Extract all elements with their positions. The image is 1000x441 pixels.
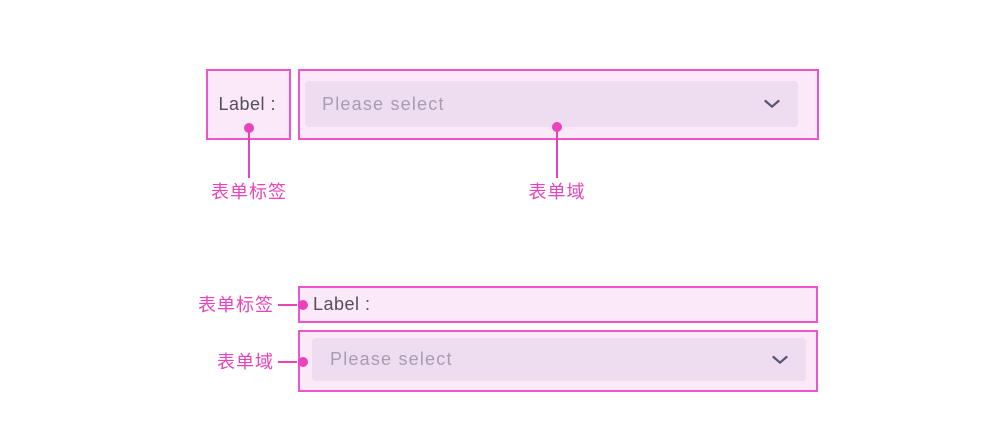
chevron-down-icon xyxy=(764,99,780,108)
callout-dot xyxy=(552,122,562,132)
vertical-form-label-box: Label : xyxy=(298,286,818,323)
horizontal-form-field-box: Please select xyxy=(298,69,819,140)
form-label: Label : xyxy=(218,94,276,114)
select-input[interactable]: Please select xyxy=(305,81,798,127)
callout-dot xyxy=(298,300,308,310)
form-label: Label : xyxy=(313,294,371,314)
callout-dot xyxy=(298,357,308,367)
annotation-form-label: 表单标签 xyxy=(211,182,287,202)
select-placeholder: Please select xyxy=(322,93,445,114)
annotation-form-field: 表单域 xyxy=(217,352,274,372)
vertical-form-field-box: Please select xyxy=(298,330,818,392)
annotation-form-field: 表单域 xyxy=(528,182,586,202)
select-placeholder: Please select xyxy=(330,349,453,369)
callout-dot xyxy=(244,123,254,133)
annotation-form-label: 表单标签 xyxy=(198,295,274,315)
callout-line xyxy=(278,304,297,306)
callout-line xyxy=(556,131,558,178)
callout-line xyxy=(278,361,297,363)
callout-line xyxy=(248,132,250,178)
select-input[interactable]: Please select xyxy=(312,338,806,381)
chevron-down-icon xyxy=(772,355,788,364)
